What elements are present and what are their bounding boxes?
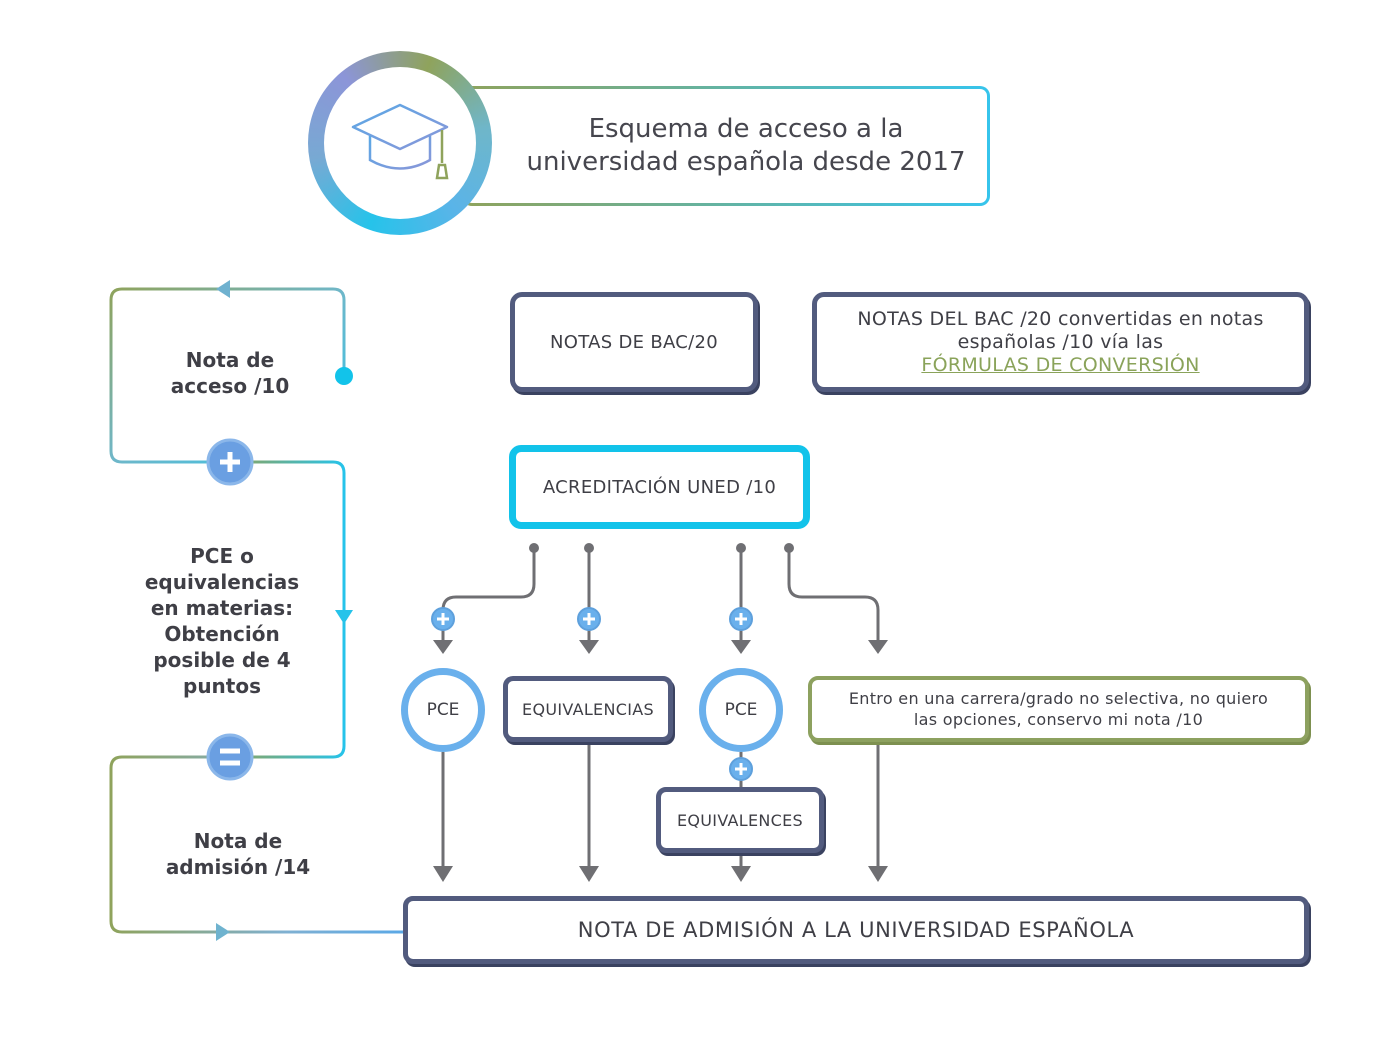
plus-icon [431,607,455,631]
admission-loop-line [109,755,404,934]
arrow-left-icon [216,280,230,298]
branch-dot [736,543,746,553]
equivalencias-box: EQUIVALENCIAS [503,676,673,742]
plus-icon [206,438,254,486]
arrow-down-icon [868,640,888,654]
equivalences-box: EQUIVALENCES [656,787,824,853]
title-line-2: universidad española desde 2017 [526,147,966,177]
equals-icon [206,733,254,781]
pce-loop-line [230,460,346,759]
arrow-down-icon [731,640,751,654]
branch-nonselective [787,548,880,642]
pce-equivalences-label: PCE o equivalencias en materias: Obtenci… [144,544,300,698]
branch-dot [529,543,539,553]
graduation-cap-icon [351,103,449,180]
branch-pce-a [441,548,536,642]
branch-dot [784,543,794,553]
non-selective-box: Entro en una carrera/grado no selectiva,… [808,676,1309,742]
plus-icon [729,607,753,631]
pce-circle-a: PCE [401,668,485,752]
uned-accreditation-box: ACREDITACIÓN UNED /10 [509,445,810,529]
title-box: Esquema de acceso a la universidad españ… [462,86,990,206]
arrow-down-icon [433,866,453,882]
branch-dot [584,543,594,553]
arrow-down-icon [868,866,888,882]
arrow-down-icon [335,610,353,624]
access-loop-line [109,287,346,464]
admission-grade-box: NOTA DE ADMISIÓN A LA UNIVERSIDAD ESPAÑO… [403,896,1309,964]
conversion-formulas-link[interactable]: FÓRMULAS DE CONVERSIÓN [921,353,1200,376]
arrow-down-icon [579,640,599,654]
bac-converted-box: NOTAS DEL BAC /20 convertidas en notas e… [812,292,1309,392]
plus-icon [729,757,753,781]
loop-start-dot [335,367,353,385]
pce-circle-b: PCE [699,668,783,752]
graduation-badge [308,51,492,235]
arrow-right-icon [216,923,230,941]
access-grade-label: Nota de acceso /10 [170,348,290,398]
admission-grade-label: Nota de admisión /14 [165,829,311,879]
arrow-down-icon [579,866,599,882]
arrow-down-icon [433,640,453,654]
arrow-down-icon [731,866,751,882]
title-line-1: Esquema de acceso a la [588,114,904,144]
bac-grades-box: NOTAS DE BAC/20 [510,292,758,392]
plus-icon [577,607,601,631]
